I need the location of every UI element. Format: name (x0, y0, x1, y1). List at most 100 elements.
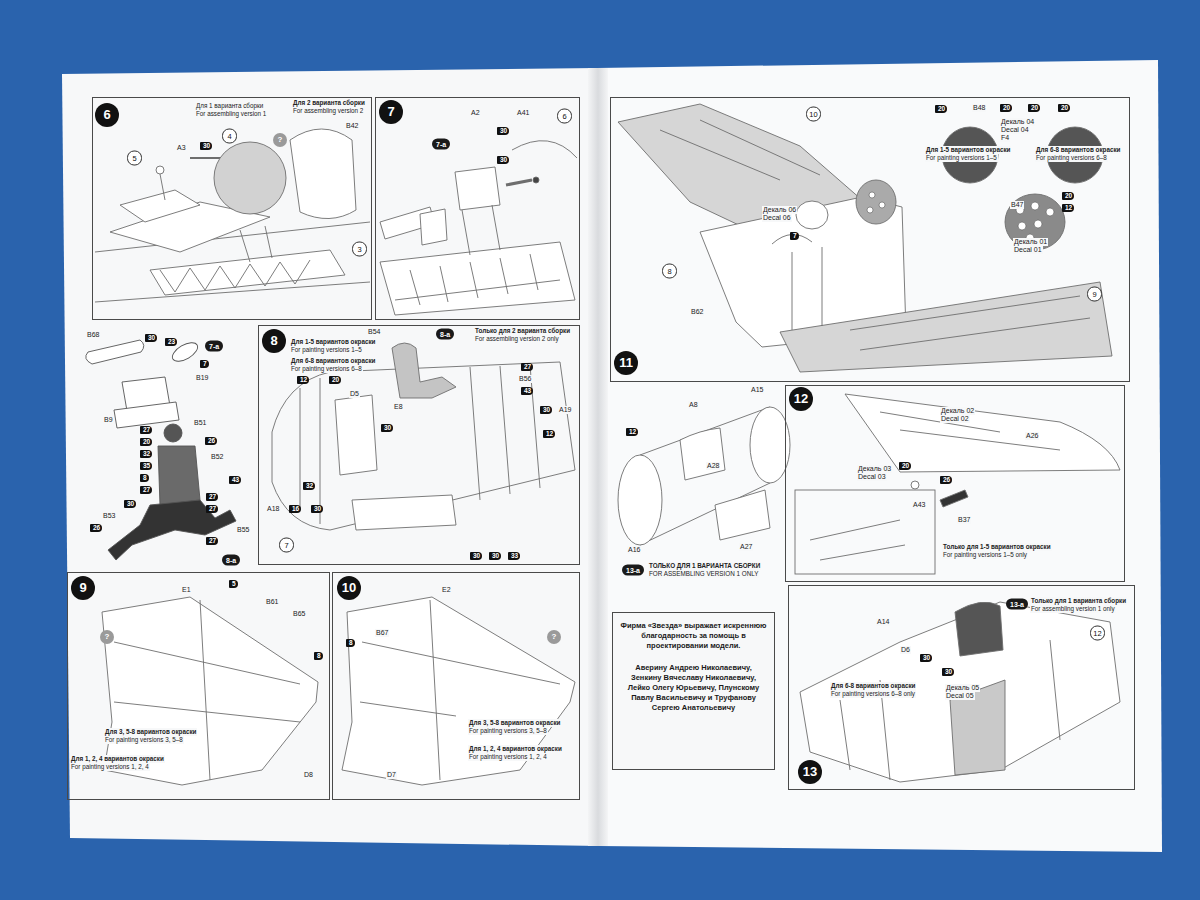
paint-flag: 32 (140, 450, 152, 458)
question-mark: ? (547, 630, 561, 644)
paint-flag: 8 (140, 474, 149, 482)
subassembly-tag: 13-a (1006, 599, 1028, 610)
step-panel: 10 (332, 572, 580, 800)
callout-number: 5 (127, 151, 142, 166)
paint-flag: 20 (329, 376, 341, 384)
armor-plate (214, 142, 286, 214)
question-mark: ? (273, 133, 287, 147)
part-label: A15 (750, 386, 764, 394)
step8-drawing (272, 343, 575, 530)
right-wing (780, 282, 1112, 372)
paint-flag: 27 (206, 537, 218, 545)
armor-plate-2 (290, 129, 356, 219)
step10-drawing (342, 597, 575, 785)
box-part (420, 209, 447, 245)
pilot-legs (108, 500, 236, 560)
note-label: For painting versions 3, 5–8 (468, 727, 548, 735)
step-number: 8 (262, 329, 286, 353)
subassembly-tag: 7-a (432, 139, 450, 150)
part-label: B42 (345, 122, 359, 130)
step13-drawing (800, 602, 1120, 782)
part-label: B48 (972, 104, 986, 112)
part-label: B19 (195, 374, 209, 382)
part-label: B52 (210, 453, 224, 461)
part-label: A41 (516, 109, 530, 117)
part-label: A28 (706, 462, 720, 470)
note-label: For painting versions 1, 2, 4 (70, 763, 150, 771)
paint-flag: 26 (940, 476, 952, 484)
part-label: Decal 06 (762, 214, 792, 222)
paint-flag: 30 (200, 142, 212, 150)
part-label: Декаль 06 (762, 206, 797, 214)
ring-a16 (618, 455, 662, 545)
part-label: Decal 01 (1013, 246, 1043, 254)
part-label: B9 (103, 416, 114, 424)
step7-drawing (380, 141, 577, 315)
paint-flag: 8 (346, 639, 355, 647)
note-label: Для 1, 2, 4 вариантов окраски (468, 745, 563, 753)
part-label: B68 (86, 331, 100, 339)
paint-flag: 27 (206, 493, 218, 501)
fuselage-top-a26 (845, 394, 1120, 472)
cowl-part (796, 201, 828, 229)
callout-number: 4 (222, 129, 237, 144)
note-label: Для 6-8 вариантов окраски (1035, 146, 1121, 154)
part-label: A14 (876, 618, 890, 626)
paint-flag: 12 (1062, 204, 1074, 212)
part-label: Декаль 02 (940, 407, 975, 415)
paint-flag: 7 (200, 360, 209, 368)
part-label: A18 (266, 505, 280, 513)
cockpit-frames (772, 234, 822, 330)
callout-number: 10 (806, 107, 821, 122)
detail-inset (795, 490, 935, 574)
bottle-b68 (86, 340, 144, 364)
paint-flag: 5 (229, 580, 238, 588)
subassembly-tag: 7-a (205, 341, 223, 352)
note-label: For painting versions 1–5 only (942, 551, 1028, 559)
plate-holes (867, 192, 1054, 242)
part-label: Декаль 01 (1013, 238, 1048, 246)
hole (1031, 202, 1039, 210)
part-label: E2 (441, 586, 452, 594)
subassembly-tag: 8-a (436, 329, 454, 340)
note-label: Для 6-8 вариантов окраски (290, 357, 376, 365)
paint-flag: 27 (206, 505, 218, 513)
paint-flag: 20 (1028, 104, 1040, 112)
part-label: D8 (303, 771, 314, 779)
pilot-body (158, 446, 200, 505)
paint-flag: 26 (205, 437, 217, 445)
panel-lines (360, 600, 560, 780)
part-label: A2 (470, 109, 481, 117)
callout-number: 7 (279, 538, 294, 553)
subassembly-tag: 13-a (622, 565, 644, 576)
box-base (114, 402, 179, 428)
step6-drawing (95, 129, 370, 302)
part-label: A26 (1025, 432, 1039, 440)
step-panel: 11 (610, 97, 1130, 382)
note-label: Для 2 варианта сборки (292, 99, 366, 107)
callout-number: 12 (1090, 626, 1105, 641)
part-label: D6 (900, 646, 911, 654)
note-label: For assembling version 1 only (1030, 605, 1116, 613)
part-label: A16 (627, 546, 641, 554)
part-label: B56 (518, 375, 532, 383)
paint-flag: 27 (140, 426, 152, 434)
part-label: F4 (1000, 134, 1010, 142)
paint-flag: 20 (899, 462, 911, 470)
hole (879, 202, 885, 208)
note-label: FOR ASSEMBLING VERSION 1 ONLY (648, 570, 759, 578)
step-number: 12 (789, 387, 813, 411)
paint-flag: 23 (165, 338, 177, 346)
paint-flag: 26 (90, 524, 102, 532)
paint-flag: 43 (229, 476, 241, 484)
truss-zigzag (160, 260, 310, 292)
part-label: B67 (375, 629, 389, 637)
part-label: Декаль 03 (857, 465, 892, 473)
note-label: Для 3, 5-8 вариантов окраски (104, 728, 197, 736)
step13a-drawing (618, 407, 790, 545)
engine-front (856, 180, 896, 224)
note-label: Для 6-8 вариантов окраски (830, 682, 916, 690)
seat-back (455, 167, 500, 210)
